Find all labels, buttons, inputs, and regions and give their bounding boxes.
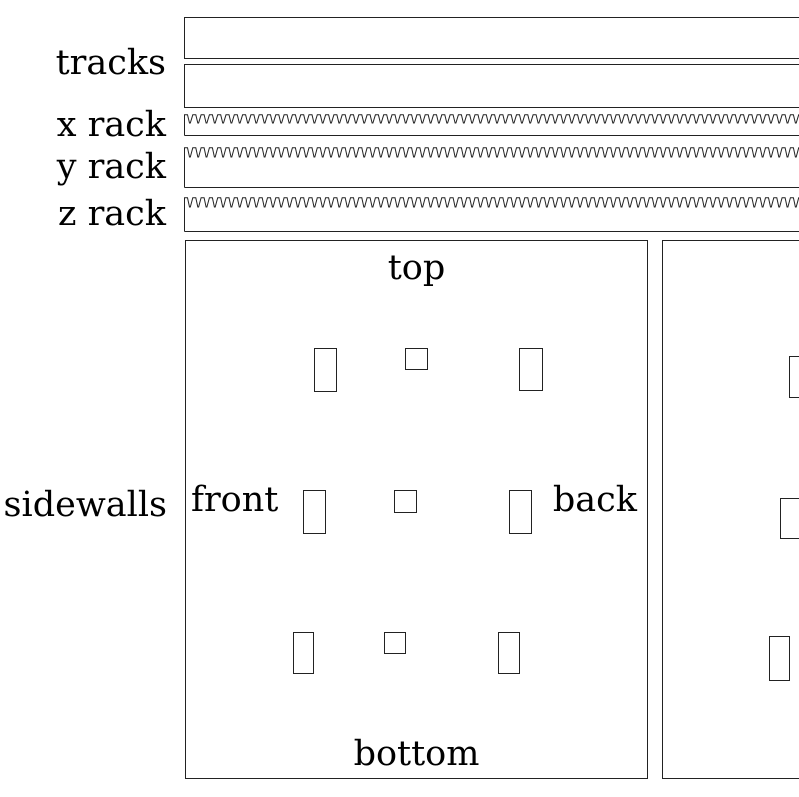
- sidewall-panel-right: [662, 240, 799, 779]
- annotation-back: back: [552, 480, 637, 520]
- slot-cutout-top-right: [519, 348, 543, 391]
- annotation-top: top: [387, 248, 446, 288]
- slot-cutout-mid-left: [303, 490, 326, 534]
- label-tracks: tracks: [55, 43, 166, 83]
- slot-cutout-top-left: [314, 348, 337, 392]
- slot-cutout-right-panel-bottom: [769, 636, 790, 681]
- slot-cutout-right-panel-mid: [780, 498, 799, 539]
- track-piece-1: [184, 17, 799, 59]
- label-y-rack: y rack: [56, 147, 166, 187]
- annotation-bottom: bottom: [353, 734, 480, 774]
- square-cutout-top-middle: [405, 348, 428, 370]
- sidewall-panel-left: top front back bottom: [185, 240, 648, 779]
- label-z-rack: z rack: [58, 194, 166, 234]
- x-rack-piece: [184, 114, 799, 136]
- slot-cutout-right-panel-top: [789, 356, 799, 398]
- y-rack-piece: [184, 147, 799, 188]
- annotation-front: front: [191, 480, 279, 520]
- slot-cutout-bottom-left: [293, 632, 314, 674]
- label-sidewalls: sidewalls: [3, 485, 167, 525]
- square-cutout-bottom-middle: [384, 632, 406, 654]
- square-cutout-mid-middle: [394, 490, 417, 513]
- slot-cutout-mid-right: [509, 490, 532, 534]
- track-piece-2: [184, 64, 799, 108]
- label-x-rack: x rack: [56, 105, 166, 145]
- slot-cutout-bottom-right: [498, 632, 520, 674]
- z-rack-piece: [184, 197, 799, 232]
